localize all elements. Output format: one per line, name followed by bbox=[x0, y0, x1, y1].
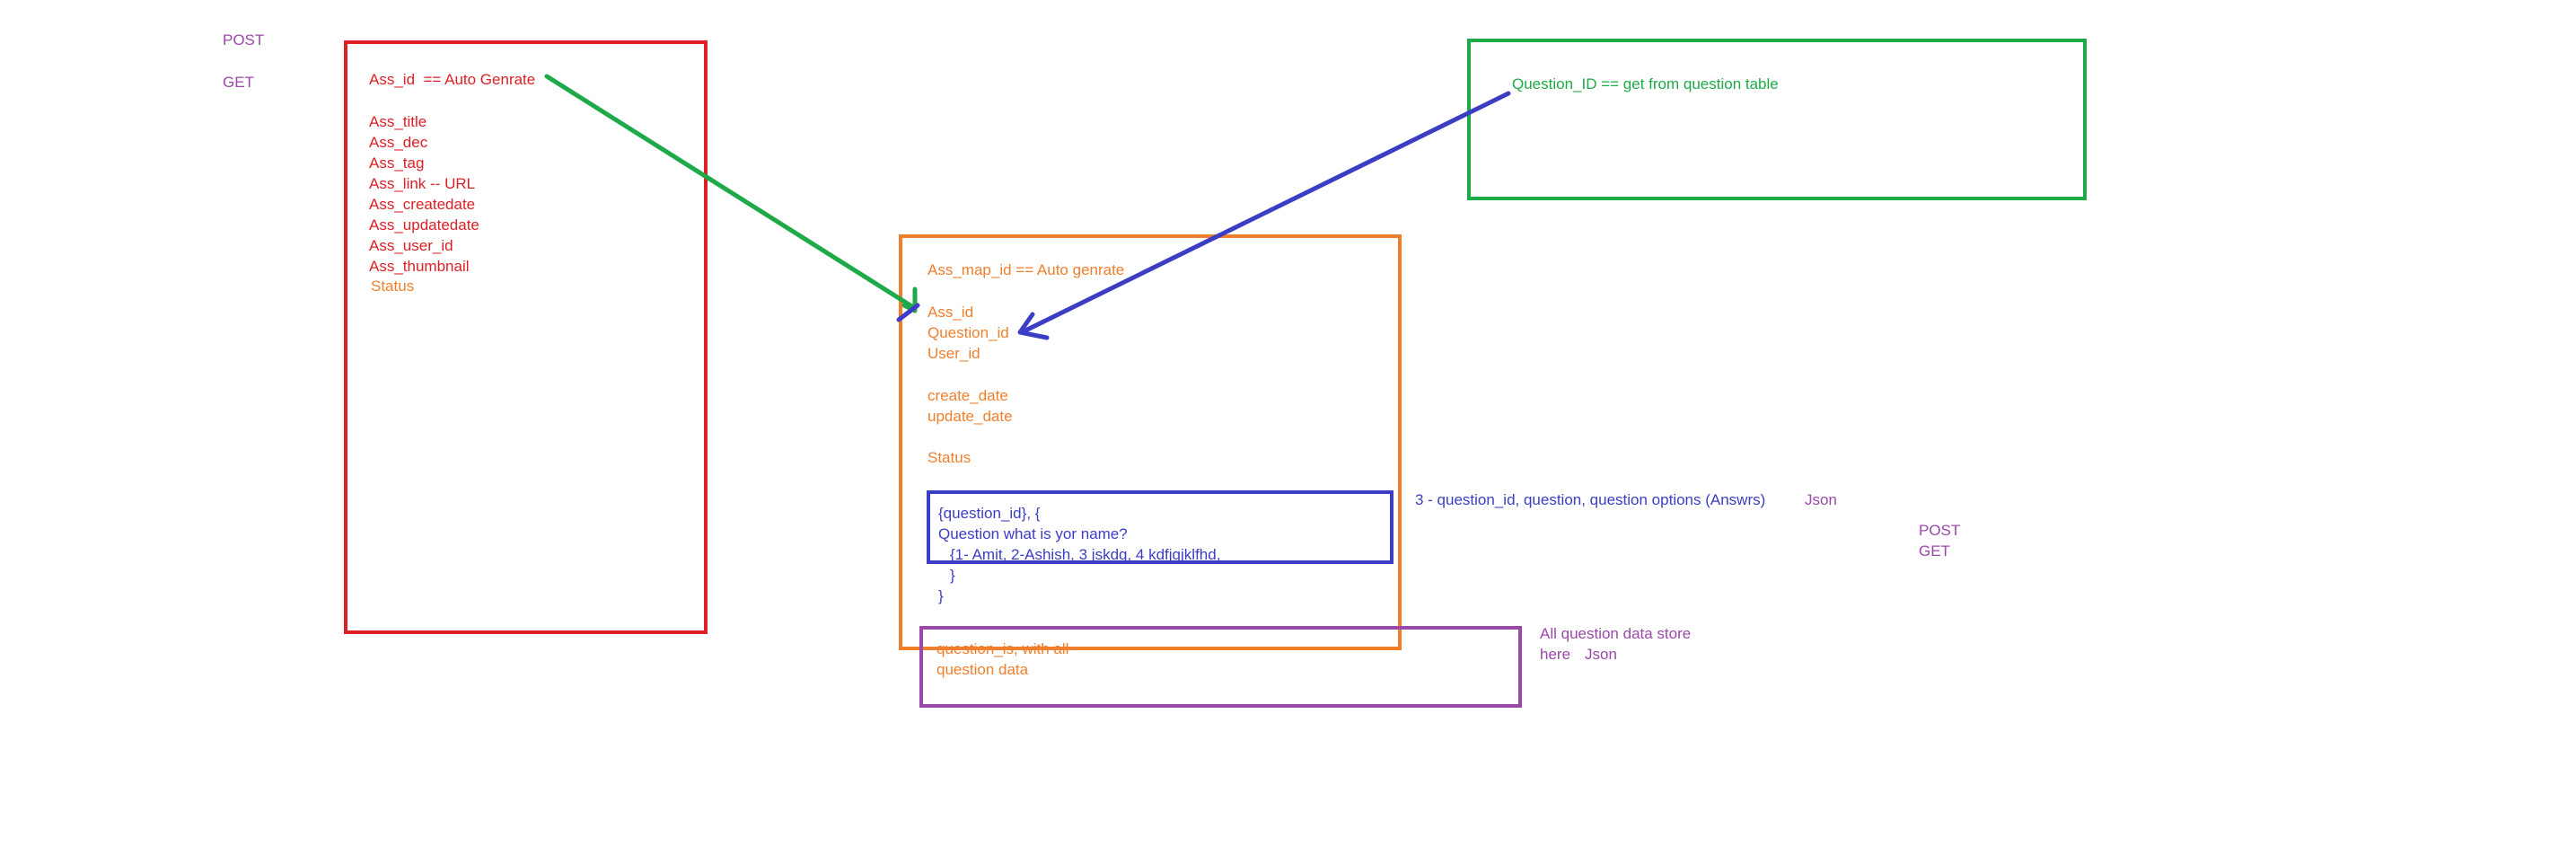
ass-map-id-field: Ass_map_id == Auto genrate bbox=[928, 261, 1125, 278]
question-table-box bbox=[1467, 39, 2087, 200]
json-note: 3 - question_id, question, question opti… bbox=[1415, 491, 1766, 508]
ass-tag-field: Ass_tag bbox=[369, 154, 425, 172]
map-create-date-field: create_date bbox=[928, 387, 1008, 404]
question-id-source: Question_ID == get from question table bbox=[1512, 75, 1779, 93]
store-line-2: question data bbox=[936, 661, 1029, 678]
store-note-line-2: here bbox=[1540, 646, 1571, 663]
get-method-label: GET bbox=[223, 74, 254, 91]
ass-title-field: Ass_title bbox=[369, 113, 427, 130]
store-note-line-1: All question data store bbox=[1540, 625, 1692, 642]
store-note-tag: Json bbox=[1585, 646, 1617, 663]
assessment-table-box bbox=[344, 40, 708, 634]
ass-updatedate-field: Ass_updatedate bbox=[369, 216, 479, 234]
ass-link-field: Ass_link -- URL bbox=[369, 175, 476, 192]
question-json-box bbox=[927, 490, 1394, 564]
post-method-label-right: POST bbox=[1919, 522, 1961, 539]
get-method-label-right: GET bbox=[1919, 542, 1950, 560]
post-method-label: POST bbox=[223, 31, 265, 48]
json-line-5: } bbox=[938, 587, 944, 604]
ass-dec-field: Ass_dec bbox=[369, 134, 428, 151]
map-user-id-field: User_id bbox=[928, 345, 980, 362]
ass-id-field: Ass_id == Auto Genrate bbox=[369, 71, 536, 88]
json-line-1: {question_id}, { bbox=[938, 505, 1041, 522]
json-note-tag: Json bbox=[1805, 491, 1837, 508]
json-line-3: {1- Amit, 2-Ashish, 3 jskdg, 4 kdfjgjklf… bbox=[950, 546, 1221, 563]
json-line-4: } bbox=[950, 567, 955, 584]
ass-status-field: Status bbox=[371, 278, 415, 295]
map-question-id-field: Question_id bbox=[928, 324, 1009, 341]
ass-user-id-field: Ass_user_id bbox=[369, 237, 453, 254]
store-line-1: question_is, with all bbox=[936, 640, 1069, 657]
map-status-field: Status bbox=[928, 449, 971, 466]
ass-thumbnail-field: Ass_thumbnail bbox=[369, 258, 470, 275]
assessment-map-table-box bbox=[899, 234, 1402, 650]
blue-connector-arrow bbox=[896, 91, 1511, 340]
ass-createdate-field: Ass_createdate bbox=[369, 196, 476, 213]
json-line-2: Question what is yor name? bbox=[938, 525, 1128, 542]
green-connector-arrow bbox=[544, 74, 918, 313]
map-update-date-field: update_date bbox=[928, 408, 1013, 425]
map-ass-id-field: Ass_id bbox=[928, 304, 974, 321]
question-data-store-box bbox=[919, 626, 1522, 708]
